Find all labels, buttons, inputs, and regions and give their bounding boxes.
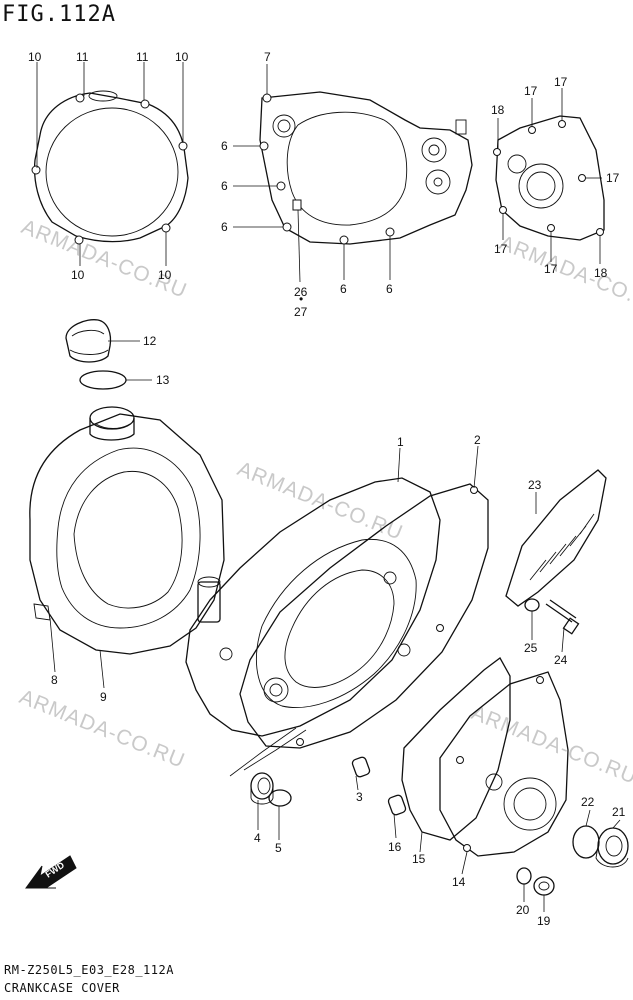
callout-15: 15 — [412, 852, 426, 866]
seal-o-ring — [268, 789, 292, 807]
callout-6: 6 — [221, 179, 228, 193]
callout-20: 20 — [516, 903, 530, 917]
callout-8: 8 — [51, 673, 58, 687]
callout-10: 10 — [158, 268, 172, 282]
water-pump-cover — [439, 671, 569, 857]
forward-arrow-icon: FWD — [25, 855, 77, 889]
figure-title: FIG.112A — [2, 2, 116, 27]
callout-18: 18 — [491, 103, 505, 117]
callout-27: 27 — [294, 305, 308, 319]
side-cover-guard — [505, 469, 607, 607]
oil-filler-cap — [65, 319, 112, 363]
watermark-5: ARMADA-CO.RU — [468, 701, 633, 788]
callout-17: 17 — [494, 242, 508, 256]
callout-22: 22 — [581, 795, 595, 809]
callout-17: 17 — [606, 171, 620, 185]
crankcase — [185, 477, 441, 737]
callout-23: 23 — [528, 478, 542, 492]
drain-plug — [595, 827, 629, 868]
oil-seal — [250, 772, 274, 805]
figure-caption: CRANKCASE COVER — [4, 981, 120, 995]
crankcase-cover-gasket — [259, 91, 473, 245]
figure-code: RM-Z250L5_E03_E28_112A — [4, 963, 174, 977]
callout-17: 17 — [544, 262, 558, 276]
callout-26: 26 — [294, 285, 308, 299]
callout-separator: • — [299, 292, 303, 306]
filler-cap-o-ring — [79, 370, 127, 390]
cover-bolt — [545, 599, 580, 635]
callout-21: 21 — [612, 805, 626, 819]
callout-17: 17 — [524, 84, 538, 98]
dowel-pin-3 — [351, 756, 371, 778]
callout-6: 6 — [386, 282, 393, 296]
callout-1: 1 — [397, 435, 404, 449]
callout-3: 3 — [356, 790, 363, 804]
dowel-pin-16 — [387, 794, 407, 816]
callout-16: 16 — [388, 840, 402, 854]
clutch-cover-gasket — [31, 90, 189, 245]
callout-10: 10 — [28, 50, 42, 64]
callout-5: 5 — [275, 841, 282, 855]
callout-25: 25 — [524, 641, 538, 655]
water-pump-gasket — [401, 657, 511, 841]
callout-labels: 10 11 11 10 10 10 7 6 6 6 26 • 27 6 6 17… — [28, 50, 626, 928]
crankcase-gasket — [239, 483, 489, 749]
callout-9: 9 — [100, 690, 107, 704]
callout-6: 6 — [340, 282, 347, 296]
drain-washer — [516, 867, 532, 885]
watermark-3: ARMADA-CO.RU — [234, 457, 406, 544]
leader-lines — [36, 62, 621, 912]
watermark-2: ARMADA-CO.RU — [496, 231, 633, 318]
callout-17: 17 — [554, 75, 568, 89]
callout-10: 10 — [71, 268, 85, 282]
callout-6: 6 — [221, 139, 228, 153]
callout-19: 19 — [537, 914, 551, 928]
cover-washer — [524, 598, 540, 612]
callout-13: 13 — [156, 373, 170, 387]
callout-4: 4 — [254, 831, 261, 845]
callout-11: 11 — [136, 50, 149, 64]
callout-24: 24 — [554, 653, 568, 667]
callout-12: 12 — [143, 334, 157, 348]
callout-2: 2 — [474, 433, 481, 447]
callout-14: 14 — [452, 875, 466, 889]
clutch-cover — [29, 406, 225, 655]
callout-7: 7 — [264, 50, 271, 64]
plug-o-ring — [572, 825, 600, 859]
callout-6: 6 — [221, 220, 228, 234]
drain-bolt — [533, 876, 555, 896]
water-pump-cover-gasket — [493, 115, 605, 241]
callout-10: 10 — [175, 50, 189, 64]
callout-11: 11 — [76, 50, 89, 64]
callout-18: 18 — [594, 266, 608, 280]
